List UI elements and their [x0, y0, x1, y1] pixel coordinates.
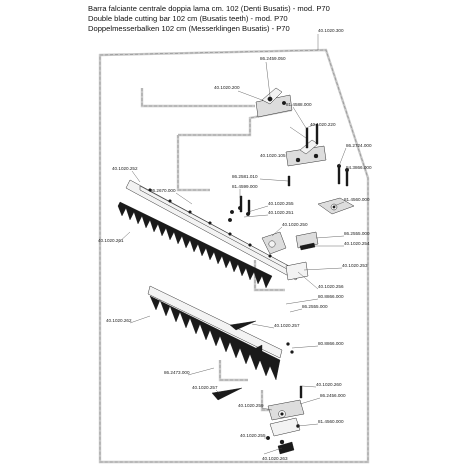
- part-label: 86.2473.000: [164, 370, 190, 375]
- part-label: 40.1020.200: [214, 85, 240, 90]
- part-label: 40.1020.262: [106, 318, 132, 323]
- part-label: 81.4560.000: [318, 419, 344, 424]
- part-label: 81.4599.000: [232, 184, 258, 189]
- part-label: 86.2670.000: [150, 188, 176, 193]
- title-italian: Barra falciante centrale doppia lama cm.…: [88, 4, 330, 13]
- part-label: 40.1020.253: [342, 263, 368, 268]
- drive-bracket: [285, 123, 327, 167]
- part-label: 81.4560.000: [344, 197, 370, 202]
- part-label: 40.1020.251: [268, 210, 294, 215]
- part-label: 40.1020.256: [318, 284, 344, 289]
- connecting-arm: [317, 197, 355, 215]
- part-label: 40.1020.252: [112, 166, 138, 171]
- part-label: 86.2724.000: [346, 143, 372, 148]
- part-label: 80.8866.000: [318, 341, 344, 346]
- title-english: Double blade cutting bar 102 cm (Busatis…: [88, 14, 288, 23]
- part-label: 86.2555.000: [344, 231, 370, 236]
- part-label: 40.1020.261: [98, 238, 124, 243]
- part-label: 86.2555.000: [302, 304, 328, 309]
- upper-cutter-bar: [125, 179, 301, 281]
- part-label: 40.1020.257: [274, 323, 300, 328]
- part-label: 81.4588.000: [286, 102, 312, 107]
- part-label: 40.1020.255: [240, 433, 266, 438]
- part-label: 84.3866.000: [346, 165, 372, 170]
- part-labels: 40.1020.300 86.2459.050 40.1020.200 81.4…: [98, 28, 372, 461]
- part-label: 86.2459.050: [260, 56, 286, 61]
- part-label: 40.1020.263: [262, 456, 288, 461]
- right-bolts: [337, 163, 350, 187]
- part-label: 40.1020.255: [268, 201, 294, 206]
- washer-cluster: [227, 175, 291, 222]
- part-label: 80.8866.000: [318, 294, 344, 299]
- bottom-bracket: [266, 385, 305, 455]
- assembly-outline: [98, 48, 370, 464]
- upper-knife-teeth: [117, 201, 273, 289]
- part-label: 86.2456.000: [320, 393, 346, 398]
- part-label: 40.1020.250: [282, 222, 308, 227]
- loose-blades: [211, 320, 294, 401]
- part-label: 40.1020.259: [238, 403, 264, 408]
- leader-lines: [117, 34, 347, 455]
- title-german: Doppelmesserbalken 102 cm (Messerklingen…: [88, 24, 290, 33]
- part-label: 86.2581.010: [232, 174, 258, 179]
- lower-knife-fingers: [147, 285, 283, 381]
- part-label: 40.1020.260: [316, 382, 342, 387]
- part-label: 40.1020.300: [318, 28, 344, 33]
- intermediate-plates: [261, 231, 319, 281]
- part-label: 40.1020.105: [260, 153, 286, 158]
- part-label: 40.1020.220: [310, 122, 336, 127]
- head-bracket: [255, 87, 293, 118]
- part-label: 40.1020.254: [344, 241, 370, 246]
- part-label: 40.1020.257: [192, 385, 218, 390]
